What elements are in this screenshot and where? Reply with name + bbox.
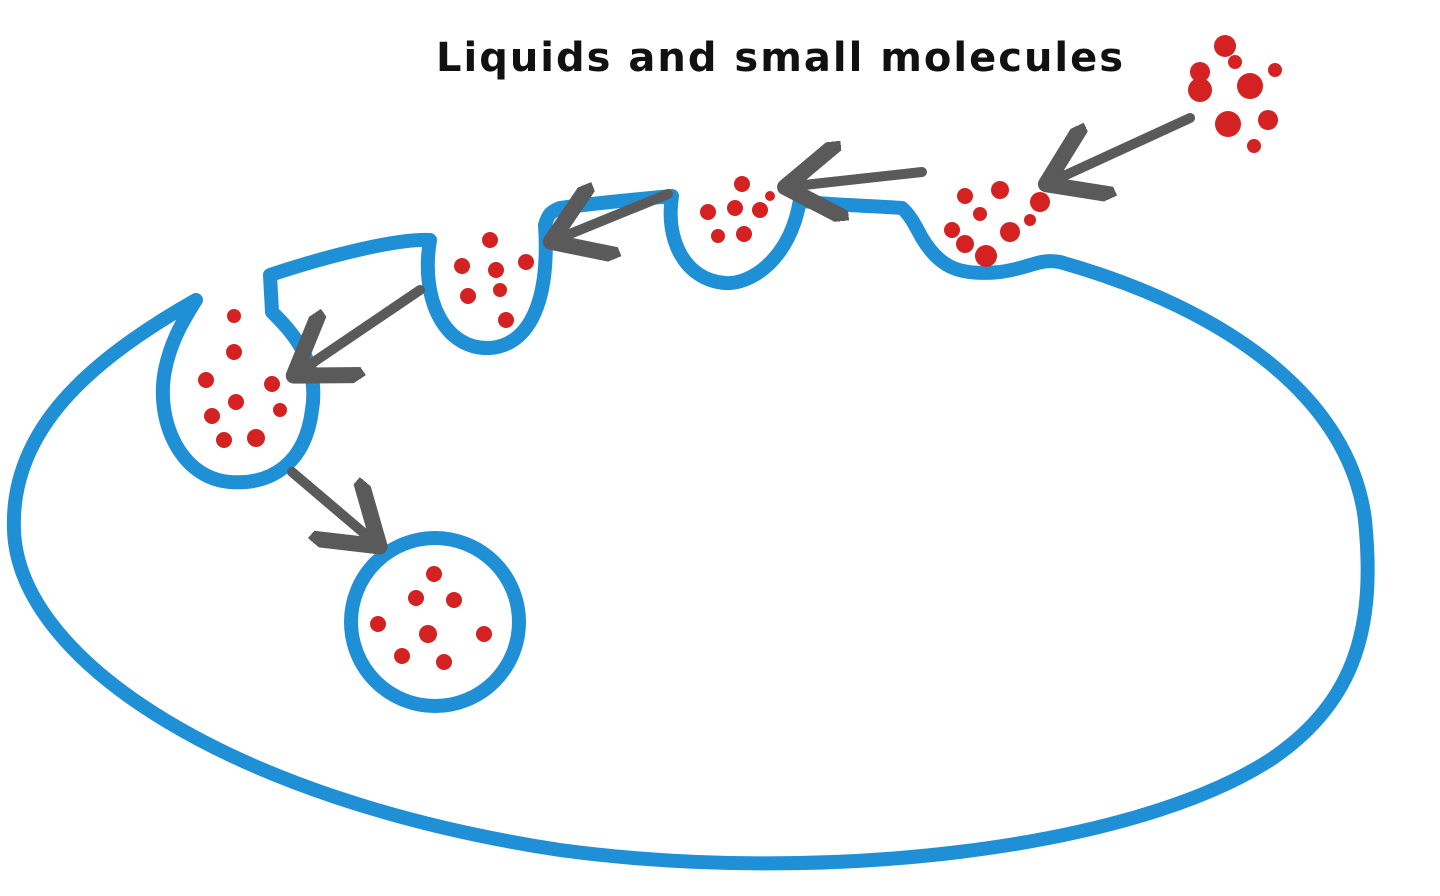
particle-cluster-vesicle xyxy=(370,566,492,670)
arrow-2 xyxy=(795,172,927,186)
arrow-3 xyxy=(560,194,673,238)
arrow-4 xyxy=(302,285,425,370)
arrow-5 xyxy=(287,467,372,540)
particle-cluster-outside xyxy=(1188,35,1282,153)
particle-cluster-pit-1 xyxy=(700,176,775,243)
particle-cluster-pit-3 xyxy=(198,309,287,448)
vesicle xyxy=(344,531,526,713)
particle-cluster-entering xyxy=(944,181,1050,267)
process-arrows xyxy=(287,113,1195,540)
particle-cluster-pit-2 xyxy=(454,232,534,328)
arrow-1 xyxy=(1055,113,1195,180)
cell-membrane xyxy=(6,189,1375,871)
caption-label: Liquids and small molecules xyxy=(436,35,1126,81)
